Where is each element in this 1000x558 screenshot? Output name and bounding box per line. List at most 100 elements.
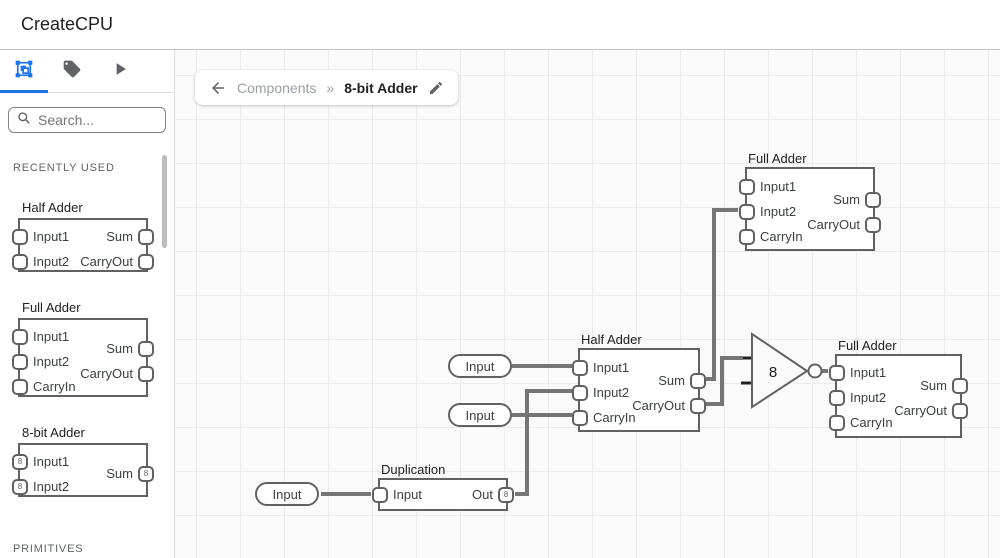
port-label: Input2 <box>33 254 70 269</box>
sidebar-tab-bar <box>0 50 174 93</box>
wire-duplication-to-halfadder-input2[interactable] <box>515 389 572 496</box>
port-label: CarryIn <box>593 410 636 425</box>
active-tab-indicator <box>0 90 48 93</box>
search-input[interactable] <box>38 112 148 128</box>
input-pin-3[interactable]: Input <box>255 482 319 506</box>
inverter-triangle <box>751 332 809 409</box>
app-title: CreateCPU <box>21 14 114 34</box>
port-sum-bus[interactable]: 8 <box>138 466 154 482</box>
wire-halfadder-carryout-to-inverter[interactable] <box>706 356 743 406</box>
tab-simulate[interactable] <box>96 50 144 92</box>
port-input1[interactable] <box>572 360 588 376</box>
node-duplication[interactable]: Duplication 8 Input Out <box>372 462 514 511</box>
search-icon <box>17 111 31 130</box>
port-label: CarryOut <box>80 254 133 269</box>
node-full-adder-right[interactable]: Full Adder Input1 Input2 CarryIn Sum Car… <box>829 338 968 438</box>
port-input1[interactable] <box>829 365 845 381</box>
node-title: Half Adder <box>581 332 642 347</box>
port-input2[interactable] <box>12 354 28 370</box>
port-input2[interactable] <box>572 385 588 401</box>
app-header: CreateCPU <box>0 0 1000 50</box>
breadcrumb: Components » 8-bit Adder <box>195 70 458 105</box>
port-carryout[interactable] <box>138 254 154 270</box>
play-icon <box>110 59 130 84</box>
port-label: CarryOut <box>80 366 133 381</box>
node-title: Full Adder <box>748 151 807 166</box>
port-input1-bus[interactable]: 8 <box>12 454 28 470</box>
breadcrumb-parent[interactable]: Components <box>237 79 317 96</box>
port-label: CarryOut <box>894 403 947 418</box>
section-primitives: PRIMITIVES <box>13 543 84 555</box>
port-input1[interactable] <box>739 179 755 195</box>
port-input[interactable] <box>372 487 388 503</box>
port-label: Input2 <box>593 385 630 400</box>
port-input2[interactable] <box>739 204 755 220</box>
circuit-canvas[interactable]: 8 Components » 8-bit Adder Full Adder <box>175 50 1000 558</box>
port-carryin[interactable] <box>12 379 28 395</box>
port-input2-bus[interactable]: 8 <box>12 479 28 495</box>
port-carryout[interactable] <box>865 217 881 233</box>
port-label: Sum <box>106 341 133 356</box>
port-label: Input1 <box>33 229 70 244</box>
port-input1[interactable] <box>12 229 28 245</box>
input-pin-label: Input <box>465 358 495 374</box>
port-label: Input2 <box>850 390 887 405</box>
port-label: CarryOut <box>807 217 860 232</box>
node-full-adder-top[interactable]: Full Adder Input1 Input2 CarryIn Sum Car… <box>739 151 881 251</box>
library-item-full-adder[interactable]: Input1 Input2 CarryIn Sum CarryOut <box>12 318 154 397</box>
port-label: Sum <box>106 229 133 244</box>
sidebar-scrollbar[interactable] <box>162 155 167 248</box>
section-recently-used: RECENTLY USED <box>13 162 115 174</box>
library-item-half-adder[interactable]: Input1 Input2 Sum CarryOut <box>12 218 154 272</box>
wire-layer: 8 <box>321 208 828 496</box>
port-sum[interactable] <box>690 373 706 389</box>
input-pin-2[interactable]: Input <box>448 403 512 427</box>
inverter-bus-label: 8 <box>769 364 777 381</box>
sidebar: RECENTLY USED Half Adder Input1 Input2 S… <box>0 50 175 558</box>
port-label: Input2 <box>33 479 70 494</box>
input-pin-label: Input <box>465 407 495 423</box>
port-label: Input1 <box>593 360 630 375</box>
port-carryin[interactable] <box>739 229 755 245</box>
port-carryout[interactable] <box>138 366 154 382</box>
port-sum[interactable] <box>138 229 154 245</box>
port-label: Input1 <box>33 329 70 344</box>
port-input1[interactable] <box>12 329 28 345</box>
tab-tags[interactable] <box>48 50 96 92</box>
port-label: Input1 <box>33 454 70 469</box>
port-label: Sum <box>658 373 685 388</box>
port-label: CarryIn <box>760 229 803 244</box>
port-carryin[interactable] <box>829 415 845 431</box>
port-input2[interactable] <box>829 390 845 406</box>
port-label: Input1 <box>850 365 887 380</box>
node-title: Full Adder <box>838 338 897 353</box>
library-item-title: 8-bit Adder <box>22 425 85 440</box>
wire-halfadder-sum-to-fulladder-input2[interactable] <box>706 208 738 381</box>
port-carryout[interactable] <box>952 403 968 419</box>
inverter-bubble <box>807 363 823 379</box>
port-label: CarryOut <box>632 398 685 413</box>
port-out-bus[interactable]: 8 <box>498 487 514 503</box>
library-item-8bit-adder[interactable]: 8 8 8 Input1 Input2 Sum <box>12 443 154 497</box>
edit-name-button[interactable] <box>428 80 444 96</box>
library-item-title: Half Adder <box>22 200 83 215</box>
port-label: CarryIn <box>850 415 893 430</box>
port-carryout[interactable] <box>690 398 706 414</box>
node-half-adder[interactable]: Half Adder Input1 Input2 CarryIn Sum Car… <box>572 332 706 432</box>
tab-components[interactable] <box>0 50 48 92</box>
breadcrumb-current: 8-bit Adder <box>344 79 418 96</box>
input-pin-1[interactable]: Input <box>448 354 512 378</box>
port-label: Input <box>393 487 422 502</box>
port-label: Input2 <box>760 204 797 219</box>
port-sum[interactable] <box>952 378 968 394</box>
node-title: Duplication <box>381 462 446 477</box>
port-label: Out <box>472 487 493 502</box>
inverter-gate[interactable]: 8 <box>741 332 823 409</box>
port-sum[interactable] <box>138 341 154 357</box>
port-sum[interactable] <box>865 192 881 208</box>
port-carryin[interactable] <box>572 410 588 426</box>
port-label: Input2 <box>33 354 70 369</box>
back-button[interactable] <box>209 79 227 97</box>
port-input2[interactable] <box>12 254 28 270</box>
